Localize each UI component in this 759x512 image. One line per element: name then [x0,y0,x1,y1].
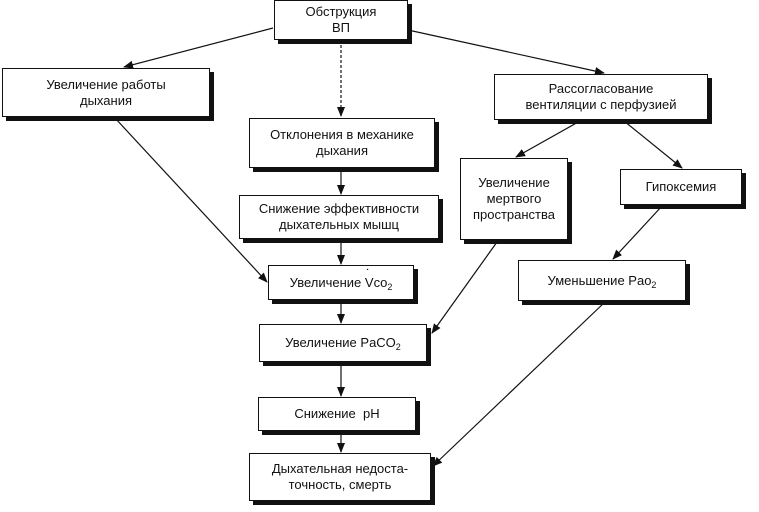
arrow-hypoxemia-to-pao2 [612,205,663,260]
node-vco2: Увеличение Vco2 [268,265,414,300]
arrow-mismatch-to-dead-space [515,120,581,158]
arrow-dead-space-to-paco2 [431,241,498,334]
arrow-obstruction-to-work [123,27,274,69]
node-paco2: Увеличение PaCO2 [259,324,427,362]
node-respiratory-failure: Дыхательная недоста-точность, смерть [249,453,431,501]
arrow-mismatch-to-hypoxemia [623,120,683,169]
arrow-obstruction-to-mismatch [407,29,605,75]
node-ph: Снижение pH [258,397,416,431]
arrow-work-to-vco2 [114,117,268,283]
node-hypoxemia: Гипоксемия [620,169,742,205]
node-pao2: Уменьшение Pao2 [518,260,686,301]
arrow-pao2-to-failure [432,301,606,467]
